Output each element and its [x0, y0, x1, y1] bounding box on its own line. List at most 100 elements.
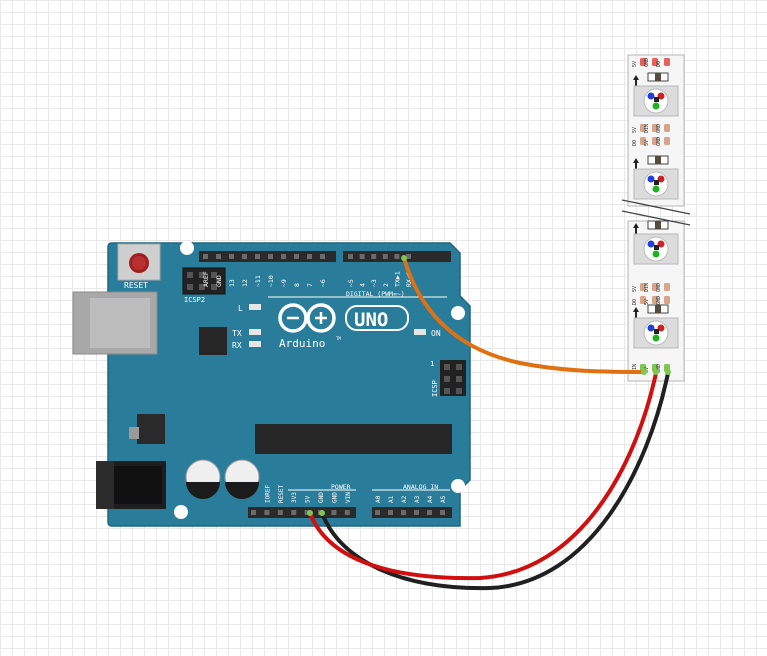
analog-pin-label: A4	[427, 495, 434, 503]
usb-connector	[72, 291, 158, 355]
solder-pad	[652, 58, 658, 66]
digital-pin-label: ~6	[319, 279, 327, 287]
digital-pin-label: GND	[215, 275, 223, 287]
pad-label: GND	[656, 364, 662, 373]
header-pin	[307, 254, 312, 259]
voltage-regulator	[129, 414, 165, 444]
digital-pin-label: 7	[306, 283, 314, 287]
pad-label: DIN	[644, 124, 650, 133]
pad-label: 5V	[632, 286, 638, 292]
header-pin	[344, 510, 350, 515]
pad-label: GND	[656, 124, 662, 133]
trademark: TM	[336, 336, 341, 341]
wire-data	[402, 256, 646, 374]
led-on-label: ON	[431, 329, 441, 338]
reset-button[interactable]	[117, 243, 161, 281]
wires	[307, 255, 671, 591]
header-pin	[414, 510, 419, 515]
pad-label: DO	[632, 299, 638, 305]
icsp-label: ICSP	[431, 380, 439, 397]
cut-mark	[621, 199, 691, 215]
pad-label: 5V	[632, 127, 638, 133]
wire-end	[641, 369, 647, 375]
led-rx-label: RX	[232, 341, 242, 350]
pad-label: GND	[656, 296, 662, 305]
power-pin-label: GND	[318, 492, 325, 503]
smd-capacitor-body	[655, 156, 661, 164]
mounting-hole	[451, 306, 465, 320]
header-pin	[348, 254, 353, 259]
solder-pad	[640, 296, 646, 304]
solder-pad	[652, 137, 658, 145]
power-jack	[96, 461, 166, 509]
uno-badge	[345, 305, 409, 331]
header-pin	[216, 254, 221, 259]
digital-header-left	[199, 251, 336, 262]
analog-pin-label: A2	[401, 495, 408, 503]
direction-arrow-icon	[633, 158, 639, 169]
header-pin	[251, 510, 256, 515]
smd-capacitor-body	[655, 305, 661, 313]
usb-chip	[199, 327, 227, 355]
power-pin-label: RESET	[278, 485, 285, 503]
analog-pin-label: A1	[388, 495, 395, 503]
controller-ic	[654, 329, 659, 334]
icsp2-label: ICSP2	[184, 296, 205, 304]
pad-label: GND	[656, 283, 662, 292]
solder-pad	[664, 137, 670, 145]
wire-end	[319, 510, 325, 516]
power-pin-label: VIN	[345, 492, 352, 503]
direction-arrow-icon	[633, 307, 639, 318]
pad-label: 5V	[632, 61, 638, 67]
reset-label: RESET	[124, 281, 148, 290]
capacitor	[224, 459, 260, 499]
power-pin-label: 3V3	[291, 492, 298, 503]
cut-mark	[621, 210, 691, 226]
power-pin-label: IOREF	[264, 485, 271, 503]
pad-label: DO	[656, 61, 662, 67]
red-die	[657, 240, 665, 248]
arduino-uno-board: RESET ICSP2	[72, 241, 471, 527]
mounting-hole	[180, 241, 194, 255]
digital-label: DIGITAL (PWM=~)	[346, 290, 405, 298]
power-label: POWER	[331, 483, 351, 491]
led-tx-label: TX	[232, 329, 242, 338]
header-pin	[291, 510, 297, 515]
led-rx	[249, 341, 261, 347]
solder-pad	[640, 283, 646, 291]
solder-pad	[664, 124, 670, 132]
power-header	[248, 507, 356, 518]
digital-pin-label: 13	[228, 279, 236, 287]
header-pin	[401, 510, 406, 515]
header-pin	[203, 254, 208, 259]
green-die	[652, 102, 660, 110]
wire-end	[653, 369, 659, 375]
solder-pad	[652, 296, 658, 304]
solder-pad	[664, 296, 670, 304]
pad-label: GND	[644, 58, 650, 67]
header-pin	[375, 510, 380, 515]
wire-end	[307, 510, 313, 516]
header-pin	[359, 254, 365, 259]
pad-label: DO	[632, 140, 638, 146]
arduino-logo-text: Arduino	[279, 337, 325, 350]
wire-5v	[308, 371, 658, 581]
digital-pin-label: ~10	[267, 275, 275, 287]
analog-pin-label: A5	[440, 495, 447, 503]
direction-arrow-icon	[633, 223, 639, 234]
solder-pad	[652, 283, 658, 291]
red-die	[657, 324, 665, 332]
smd-capacitor-body	[655, 221, 661, 229]
controller-ic	[654, 180, 659, 185]
uno-text: UNO	[354, 309, 388, 331]
pad-label: 5V	[644, 140, 650, 146]
header-pin	[382, 254, 388, 259]
header-pin	[440, 510, 445, 515]
analog-header	[372, 507, 452, 518]
header-pin	[427, 510, 432, 515]
header-pin	[371, 254, 377, 259]
header-pin	[268, 254, 273, 259]
digital-pin-label: AREF	[202, 271, 210, 287]
